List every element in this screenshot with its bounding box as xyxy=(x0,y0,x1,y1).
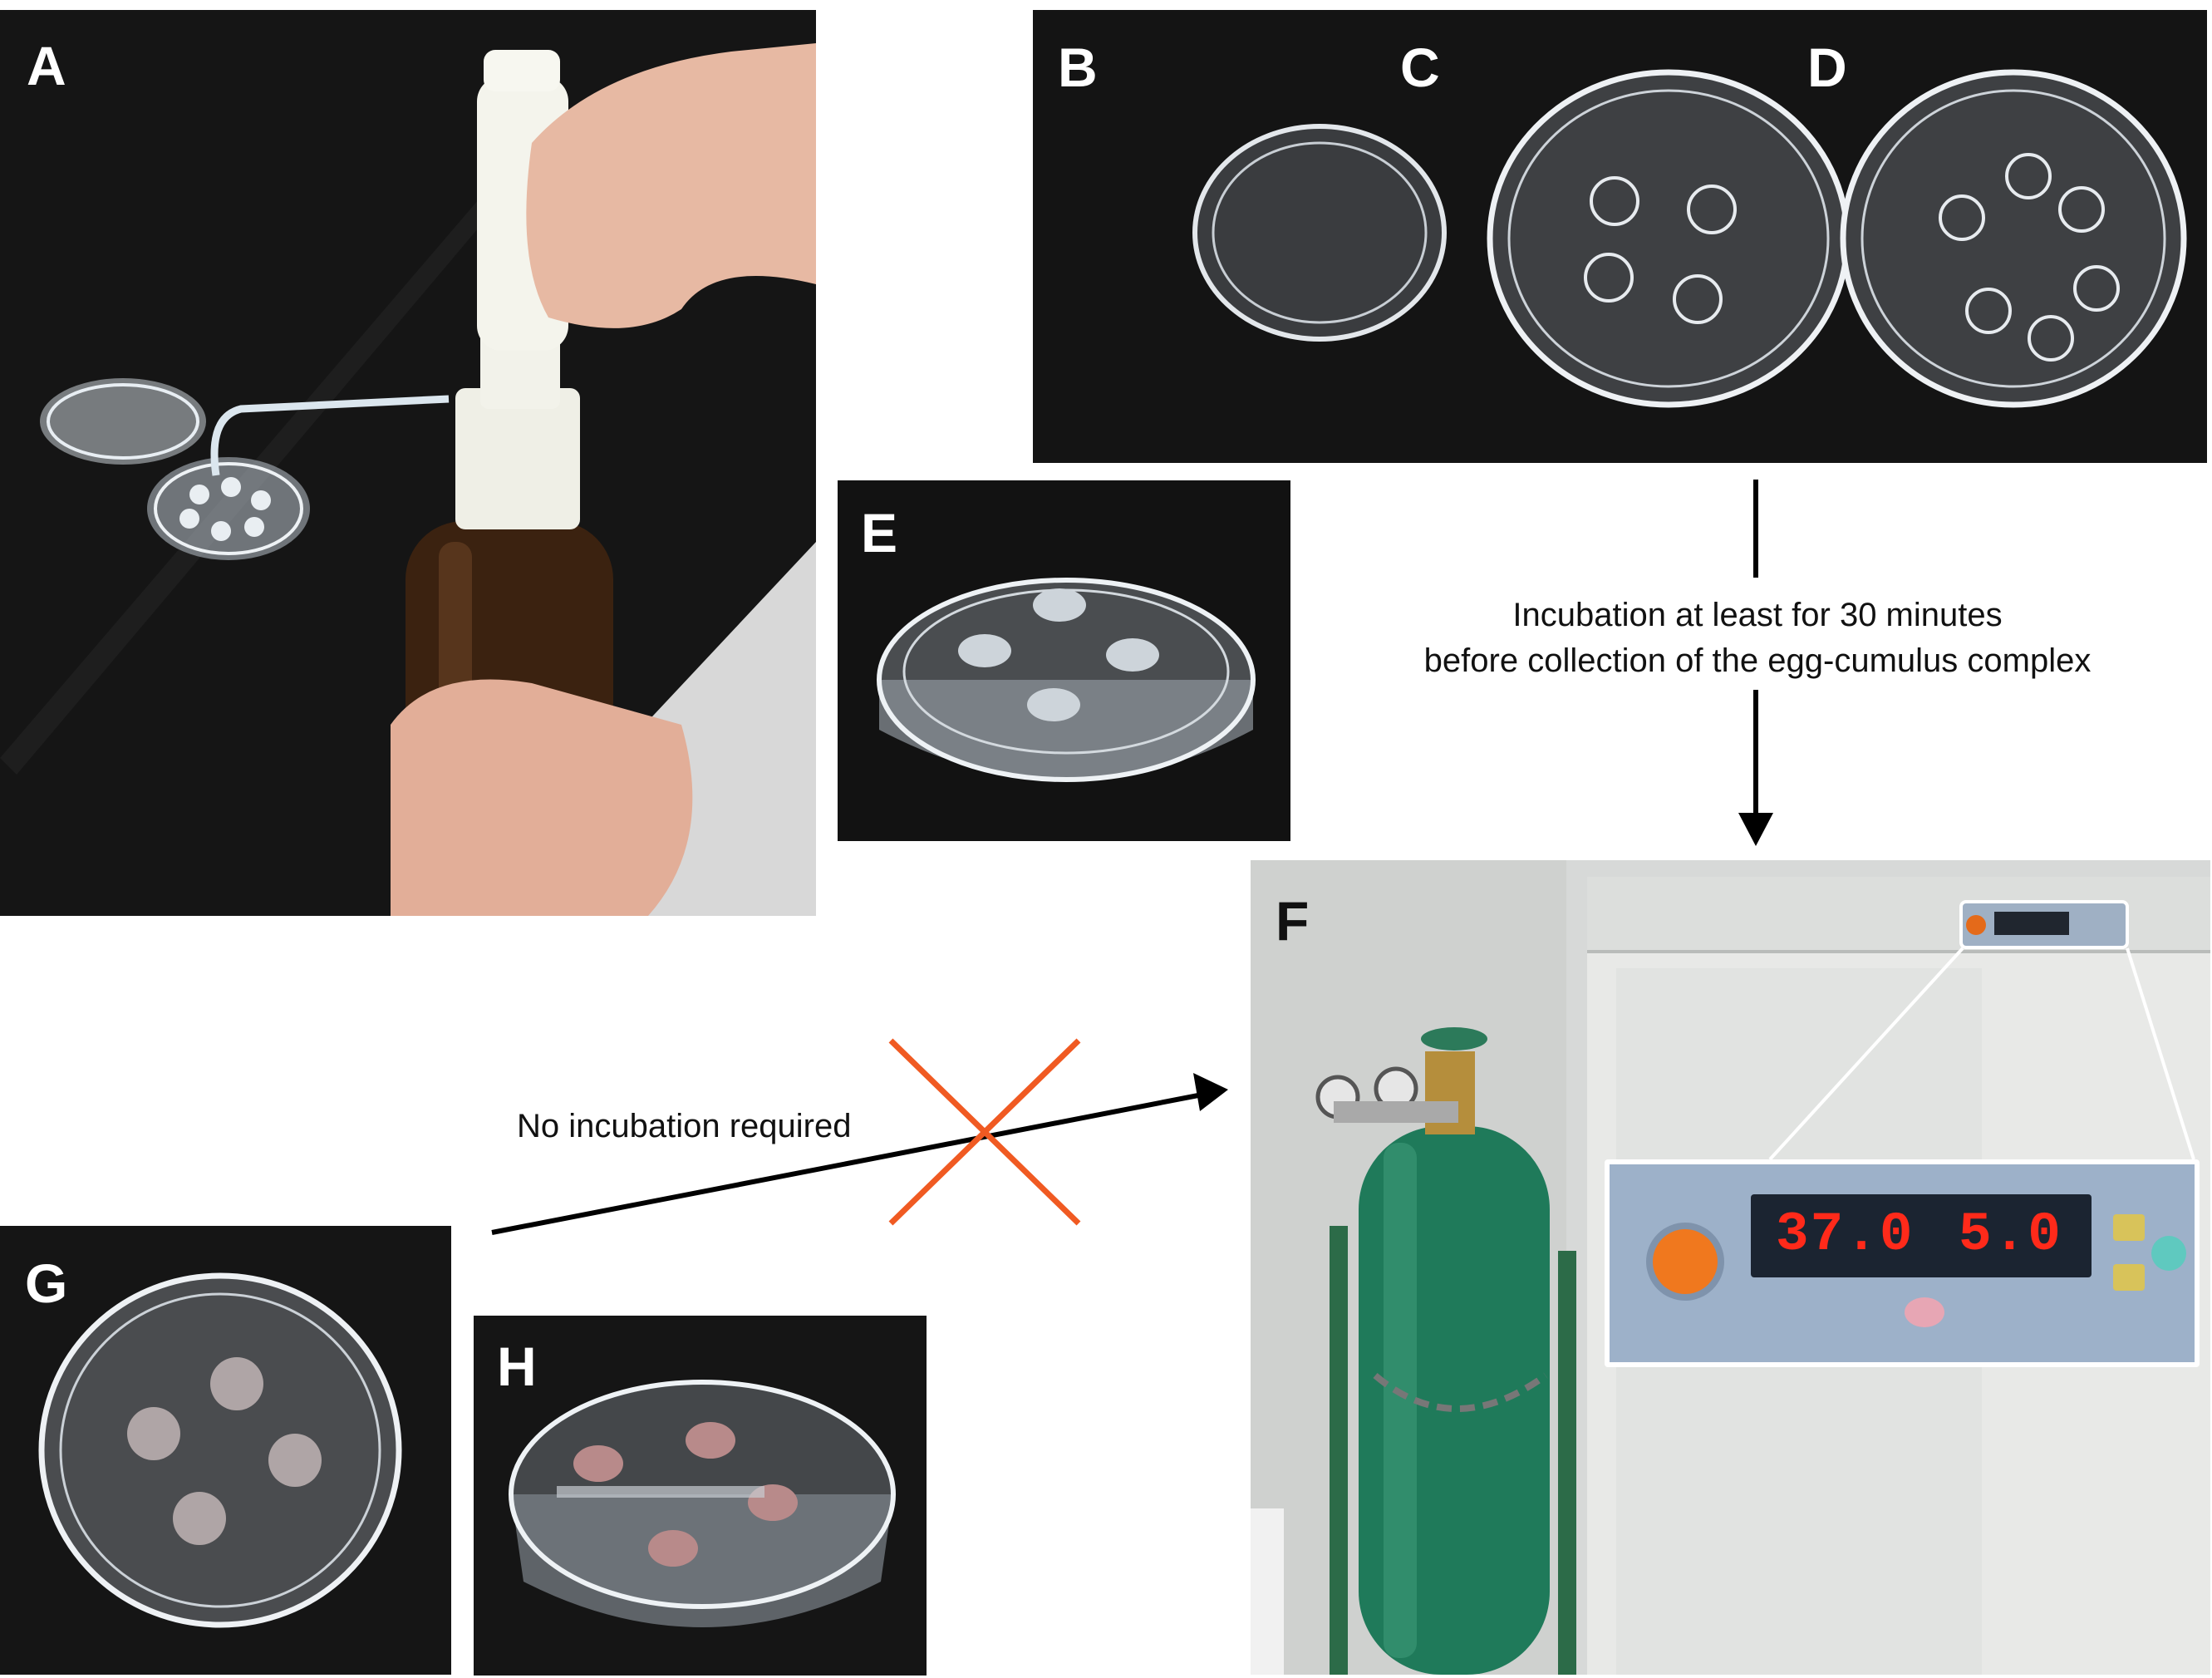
panel-e-label: E xyxy=(861,502,898,563)
three-dishes-illustration xyxy=(1033,10,2207,463)
display-screen xyxy=(1751,1194,2092,1277)
panel-h-label: H xyxy=(497,1336,537,1397)
co2-readout: 5.0 xyxy=(1959,1203,2062,1266)
panel-d-label: D xyxy=(1807,37,1847,98)
set-button xyxy=(2151,1236,2186,1271)
panel-h-photo: H xyxy=(474,1316,927,1676)
incubation-caption-line-1: Incubation at least for 30 minutes xyxy=(1512,597,2003,633)
deep-dish-illustration xyxy=(838,480,1290,841)
panel-b-label: B xyxy=(1058,37,1098,98)
menu-button xyxy=(1905,1297,1944,1327)
cross-mark-stroke-2 xyxy=(888,1038,1081,1226)
deep-dish-drops-illustration xyxy=(474,1316,927,1676)
panel-e-photo: E xyxy=(838,480,1290,841)
panel-g-label: G xyxy=(25,1252,68,1314)
bottle-dispenser-illustration xyxy=(0,10,816,916)
down-button xyxy=(2113,1264,2145,1291)
down-arrow-head xyxy=(1738,813,1773,846)
panel-a-label: A xyxy=(27,35,66,96)
panel-c-label: C xyxy=(1400,37,1440,98)
no-incubation-caption: No incubation required xyxy=(517,1108,852,1144)
panel-g-photo: G xyxy=(0,1226,451,1675)
cross-mark-stroke-1 xyxy=(888,1038,1081,1226)
incubator-display-zoom: 37.0 5.0 xyxy=(1605,1159,2200,1367)
dish-four-drops-illustration xyxy=(0,1226,451,1675)
panel-bcd-photo: B C D xyxy=(1033,10,2207,463)
temperature-readout: 37.0 xyxy=(1776,1203,1915,1266)
incubation-caption-line-2: before collection of the egg-cumulus com… xyxy=(1423,642,2092,679)
diagonal-arrow-head xyxy=(1193,1073,1228,1111)
up-button xyxy=(2113,1214,2145,1241)
panel-f-photo: 37.0 5.0 F xyxy=(1251,860,2210,1675)
panel-a-photo: A xyxy=(0,10,816,916)
power-button xyxy=(1653,1229,1718,1294)
panel-f-label: F xyxy=(1276,890,1310,952)
